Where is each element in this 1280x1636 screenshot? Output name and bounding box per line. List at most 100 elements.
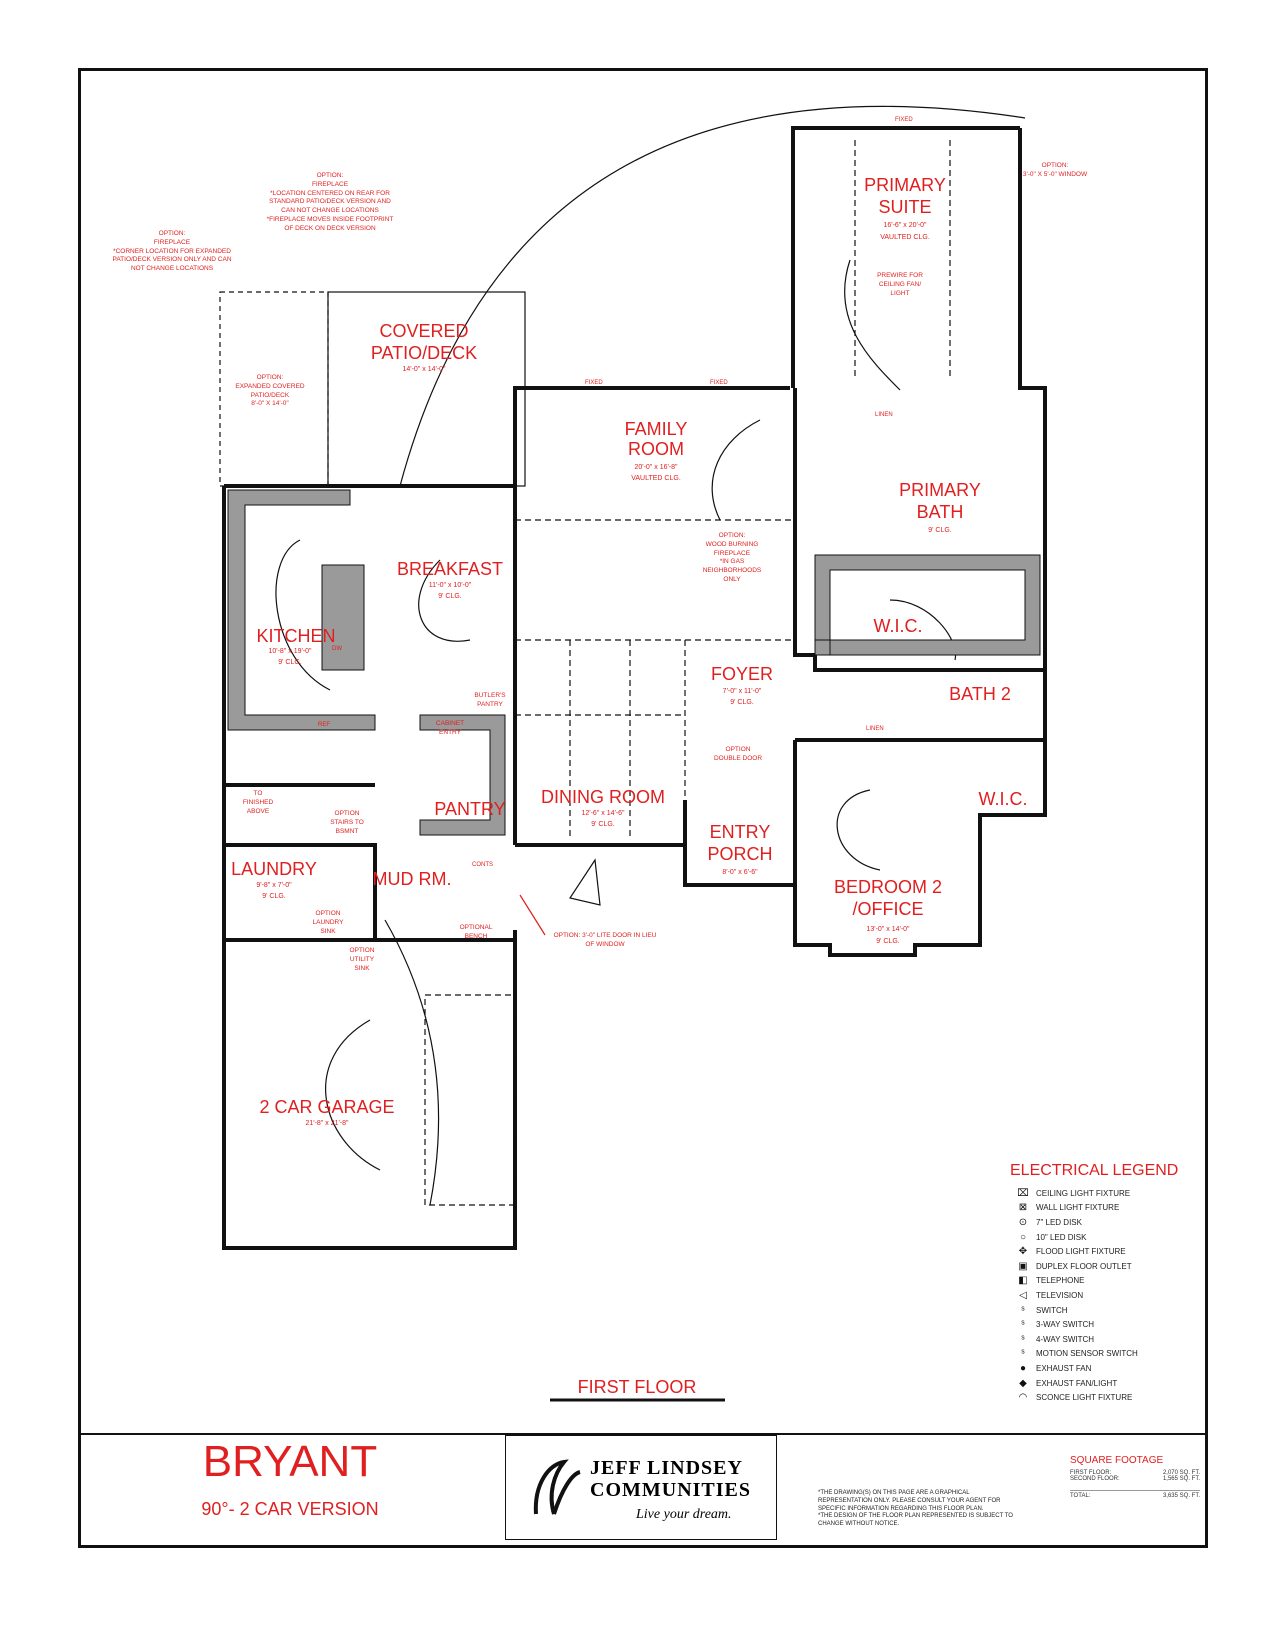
laundry-sink-note: OPTION LAUNDRY SINK xyxy=(312,910,344,935)
legend-label: 7" LED DISK xyxy=(1036,1217,1082,1227)
bedroom2-dims: 13'-0" x 14'-0" xyxy=(866,926,910,933)
plan-version: 90°- 2 CAR VERSION xyxy=(201,1499,379,1519)
mud-room-label: MUD RM. xyxy=(372,869,452,889)
door-lite-note: OPTION: 3'-0" LITE DOOR IN LIEU OF WINDO… xyxy=(553,932,657,948)
prewire-fan-note: PREWIRE FOR CEILING FAN/ LIGHT xyxy=(877,272,923,297)
laundry-ceiling: 9' CLG. xyxy=(262,893,286,900)
primary-bath-ceiling: 9' CLG. xyxy=(928,527,952,534)
brand-line2: COMMUNITIES xyxy=(590,1479,752,1501)
garage-label: 2 CAR GARAGE xyxy=(259,1097,395,1117)
legend-row: ✥ FLOOD LIGHT FIXTURE xyxy=(1010,1244,1210,1259)
fireplace-corner-note: OPTION: FIREPLACE *CORNER LOCATION FOR E… xyxy=(112,230,232,273)
dining-room-dims: 12'-6" x 14'-6" xyxy=(581,810,625,817)
family-room-label: FAMILY xyxy=(624,419,688,439)
legend-title: ELECTRICAL LEGEND xyxy=(1010,1162,1179,1179)
legend-label: TELEPHONE xyxy=(1036,1276,1085,1286)
legend-row: ⌧CEILING LIGHT FIXTURE xyxy=(1010,1186,1210,1201)
sqft-second-label: SECOND FLOOR: xyxy=(1070,1476,1120,1482)
legend-row: ◆EXHAUST FAN/LIGHT xyxy=(1010,1376,1210,1391)
dining-room-label: DINING ROOM xyxy=(541,787,665,807)
stairs-option-note: OPTION STAIRS TO BSMNT xyxy=(330,810,364,835)
expanded-patio-note: OPTION: EXPANDED COVERED PATIO/DECK 8'-0… xyxy=(235,374,305,408)
title-block xyxy=(78,1433,1208,1548)
legend-label: SWITCH xyxy=(1036,1305,1068,1315)
butlers-pantry-label: BUTLER'S PANTRY xyxy=(474,692,506,708)
cabinet-entry-label: CABINET ENTRY xyxy=(435,720,465,736)
kitchen-ceiling: 9' CLG. xyxy=(278,659,302,666)
laundry-label: LAUNDRY xyxy=(231,859,317,879)
legend-row: ˢ SWITCH xyxy=(1010,1303,1210,1318)
primary-bath-label: PRIMARY xyxy=(899,480,981,500)
wood-fireplace-note: OPTION: WOOD BURNING FIREPLACE *IN GAS N… xyxy=(702,532,762,583)
legend-label: EXHAUST FAN xyxy=(1036,1363,1092,1373)
covered-patio-dims: 14'-0" x 14'-0" xyxy=(402,366,446,373)
led-disk-10-icon: ○ xyxy=(1019,1231,1027,1243)
sqft-total-value: 3,635 SQ. FT. xyxy=(1162,1493,1200,1499)
fireplace-rear-note: OPTION: FIREPLACE *LOCATION CENTERED ON … xyxy=(266,172,394,232)
brand-line1: JEFF LINDSEY xyxy=(590,1457,743,1479)
legend-row: ◧TELEPHONE xyxy=(1010,1274,1210,1289)
legend-row: ˢ MOTION SENSOR SWITCH xyxy=(1010,1347,1210,1362)
legend-label: 4-WAY SWITCH xyxy=(1036,1334,1095,1344)
family-room-dims: 20'-0" x 16'-8" xyxy=(634,464,678,471)
disclaimer: *THE DRAWING(S) ON THIS PAGE ARE A GRAPH… xyxy=(818,1490,1013,1528)
conts-label: CONTS xyxy=(472,862,493,868)
double-door-note: OPTION DOUBLE DOOR xyxy=(713,746,763,762)
floor-outlet-icon: ▣ xyxy=(1018,1260,1028,1272)
ceiling-light-icon: ⌧ xyxy=(1017,1187,1029,1199)
legend-row: ● EXHAUST FAN xyxy=(1010,1361,1210,1376)
sconce-icon: ◠ xyxy=(1018,1392,1028,1404)
square-footage: SQUARE FOOTAGE FIRST FLOOR: 2,070 SQ. FT.… xyxy=(1070,1455,1200,1499)
wic-primary-label: W.I.C. xyxy=(873,616,923,636)
legend-row: ⊠WALL LIGHT FIXTURE xyxy=(1010,1201,1210,1216)
motion-switch-icon: ˢ xyxy=(1021,1348,1025,1360)
fixed-window-2: FIXED xyxy=(710,380,728,386)
family-room-ceiling: VAULTED CLG. xyxy=(631,475,681,482)
sqft-first-label: FIRST FLOOR: xyxy=(1070,1470,1112,1476)
sqft-title: SQUARE FOOTAGE xyxy=(1070,1455,1164,1466)
flood-light-icon: ✥ xyxy=(1018,1246,1028,1258)
legend-rows: ⌧CEILING LIGHT FIXTURE⊠WALL LIGHT FIXTUR… xyxy=(1010,1186,1210,1405)
exhaust-fan-icon: ● xyxy=(1019,1362,1027,1374)
window-option-note: OPTION: 3'-0" X 5'-0" WINDOW xyxy=(1022,162,1088,178)
legend-label: TELEVISION xyxy=(1036,1290,1084,1300)
bath2-label: BATH 2 xyxy=(949,684,1011,704)
wall-light-icon: ⊠ xyxy=(1018,1202,1028,1214)
ref-label: REF xyxy=(318,722,330,728)
primary-suite-label-2: SUITE xyxy=(878,197,932,217)
entry-porch-dims: 8'-0" x 6'-6" xyxy=(722,869,758,876)
brand-logo: JEFF LINDSEY COMMUNITIES Live your dream… xyxy=(505,1435,777,1540)
sqft-first-value: 2,070 SQ. FT. xyxy=(1162,1470,1200,1476)
family-room-label-2: ROOM xyxy=(628,439,684,459)
legend-label: DUPLEX FLOOR OUTLET xyxy=(1036,1261,1132,1271)
utility-sink-note: OPTION UTILITY SINK xyxy=(349,947,375,972)
four-way-switch-icon: ˢ xyxy=(1021,1333,1025,1345)
switch-icon: ˢ xyxy=(1021,1304,1025,1316)
legend-label: EXHAUST FAN/LIGHT xyxy=(1036,1378,1118,1388)
legend-row: ⊙ 7" LED DISK xyxy=(1010,1215,1210,1230)
legend-row: ˢ 4-WAY SWITCH xyxy=(1010,1332,1210,1347)
legend-label: FLOOD LIGHT FIXTURE xyxy=(1036,1247,1126,1257)
entry-porch-label: ENTRY xyxy=(709,822,771,842)
fixed-window-3: FIXED xyxy=(895,117,913,123)
breakfast-dims: 11'-0" x 10'-0" xyxy=(428,582,472,589)
television-icon: ◁ xyxy=(1019,1289,1027,1301)
drawing-sheet-border xyxy=(78,68,1208,1548)
floor-label: FIRST FLOOR xyxy=(577,1377,697,1397)
covered-patio-label-2: PATIO/DECK xyxy=(370,343,478,363)
breakfast-label: BREAKFAST xyxy=(396,559,504,579)
dining-room-ceiling: 9' CLG. xyxy=(591,821,615,828)
led-disk-7-icon: ⊙ xyxy=(1018,1216,1028,1228)
garage-dims: 21'-8" x 21'-8" xyxy=(305,1120,349,1127)
primary-suite-ceiling: VAULTED CLG. xyxy=(880,234,930,241)
optional-bench-note: OPTIONAL BENCH xyxy=(459,924,493,940)
legend-label: MOTION SENSOR SWITCH xyxy=(1036,1349,1138,1359)
wic2-label: W.I.C. xyxy=(978,789,1028,809)
linen-label: LINEN xyxy=(875,412,893,418)
legend-row: ○10" LED DISK xyxy=(1010,1230,1210,1245)
sqft-second-value: 1,565 SQ. FT. xyxy=(1162,1476,1200,1482)
legend-label: SCONCE LIGHT FIXTURE xyxy=(1036,1393,1133,1403)
dw-label: DW xyxy=(332,646,342,652)
